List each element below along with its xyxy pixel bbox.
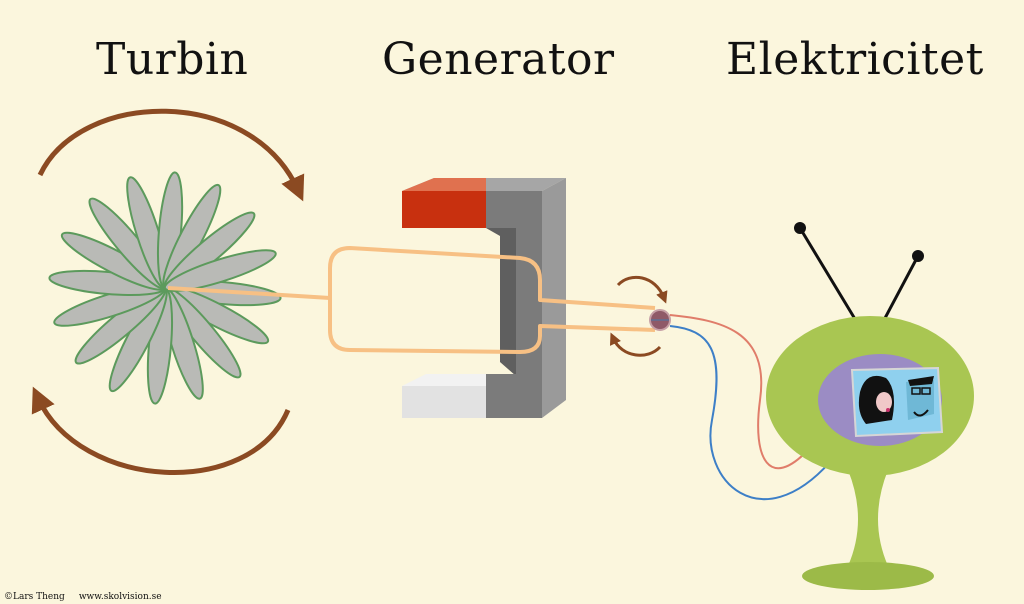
coil-loop: [167, 246, 656, 354]
author-credit: ©Lars Theng: [4, 592, 65, 602]
rotation-arrow-icon: [609, 332, 662, 357]
turbine-rotor-icon: [48, 171, 282, 405]
rotation-arrow-icon: [37, 108, 305, 202]
tv-icon: [766, 222, 974, 590]
wires: [669, 314, 831, 500]
electricity-label: Elektricitet: [726, 34, 984, 85]
rotation-arrow-icon: [31, 386, 291, 475]
turbine-blade: [163, 249, 277, 292]
coil-rotation-arrows: [609, 275, 668, 357]
magnet-icon: [402, 178, 566, 418]
slip-ring: [649, 309, 671, 331]
credits: ©Lars Theng www.skolvision.se: [4, 592, 162, 602]
rotation-arrow-icon: [616, 275, 668, 304]
website-credit: www.skolvision.se: [78, 592, 162, 602]
turbine-label: Turbin: [96, 34, 249, 85]
generator-label: Generator: [382, 34, 615, 85]
turbine-rotation-arrows: [31, 108, 305, 475]
